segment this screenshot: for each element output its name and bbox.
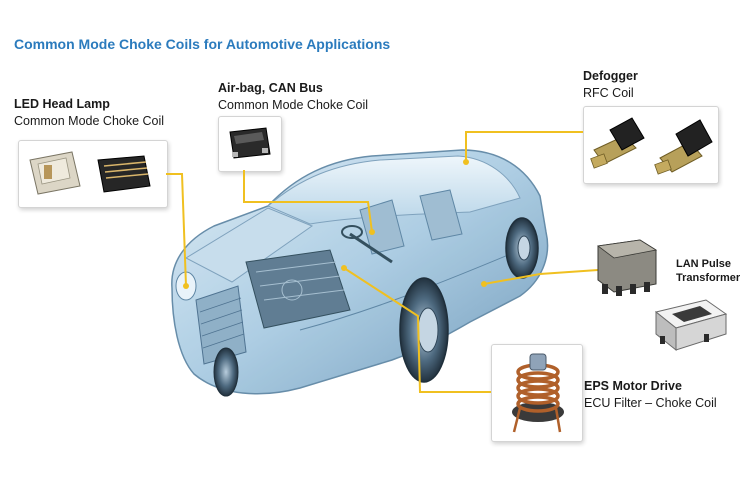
airbag-leader-line: [243, 170, 373, 233]
defogger-rfc-coil-component-2: [654, 119, 713, 175]
lan-leader-line: [483, 269, 599, 285]
page-title: Common Mode Choke Coils for Automotive A…: [14, 36, 391, 52]
car-body: [171, 149, 549, 395]
leader-dots: [183, 159, 487, 289]
eps-leader-line: [343, 267, 491, 393]
eps-motor-label: EPS Motor Drive ECU Filter – Choke Coil: [584, 378, 717, 412]
led-leader-line: [166, 173, 187, 287]
defogger-label: Defogger RFC Coil: [583, 68, 638, 102]
eps-motor-heading: EPS Motor Drive: [584, 379, 682, 393]
led-choke-coil-component-2: [97, 155, 151, 193]
defogger-sub: RFC Coil: [583, 86, 634, 100]
rear-wheel: [505, 217, 539, 279]
lan-pulse-heading: LAN Pulse: [676, 258, 732, 270]
led-head-lamp-heading: LED Head Lamp: [14, 97, 110, 111]
lan-pulse-heading2: Transformer: [676, 272, 741, 284]
airbag-can-heading: Air-bag, CAN Bus: [218, 81, 323, 95]
lan-pulse-transformer-component-1: [596, 239, 658, 296]
front-left-wheel: [213, 347, 239, 397]
led-head-lamp-label: LED Head Lamp Common Mode Choke Coil: [14, 96, 164, 130]
airbag-can-sub: Common Mode Choke Coil: [218, 98, 369, 112]
eps-choke-coil-component: [512, 353, 564, 433]
leader-lines: [166, 131, 599, 393]
defogger-rfc-coil-component-1: [590, 117, 645, 169]
eps-motor-sub: ECU Filter – Choke Coil: [584, 396, 717, 410]
lan-pulse-transformer-component-2: [654, 299, 728, 352]
airbag-choke-coil-component: [229, 127, 271, 159]
airbag-can-label: Air-bag, CAN Bus Common Mode Choke Coil: [218, 80, 368, 114]
defogger-heading: Defogger: [583, 69, 638, 83]
front-wheel: [399, 277, 449, 383]
lan-pulse-label: LAN Pulse Transformer: [676, 257, 740, 285]
defogger-leader-line: [465, 131, 583, 162]
led-choke-coil-component-1: [29, 151, 81, 195]
led-head-lamp-sub: Common Mode Choke Coil: [14, 114, 165, 128]
